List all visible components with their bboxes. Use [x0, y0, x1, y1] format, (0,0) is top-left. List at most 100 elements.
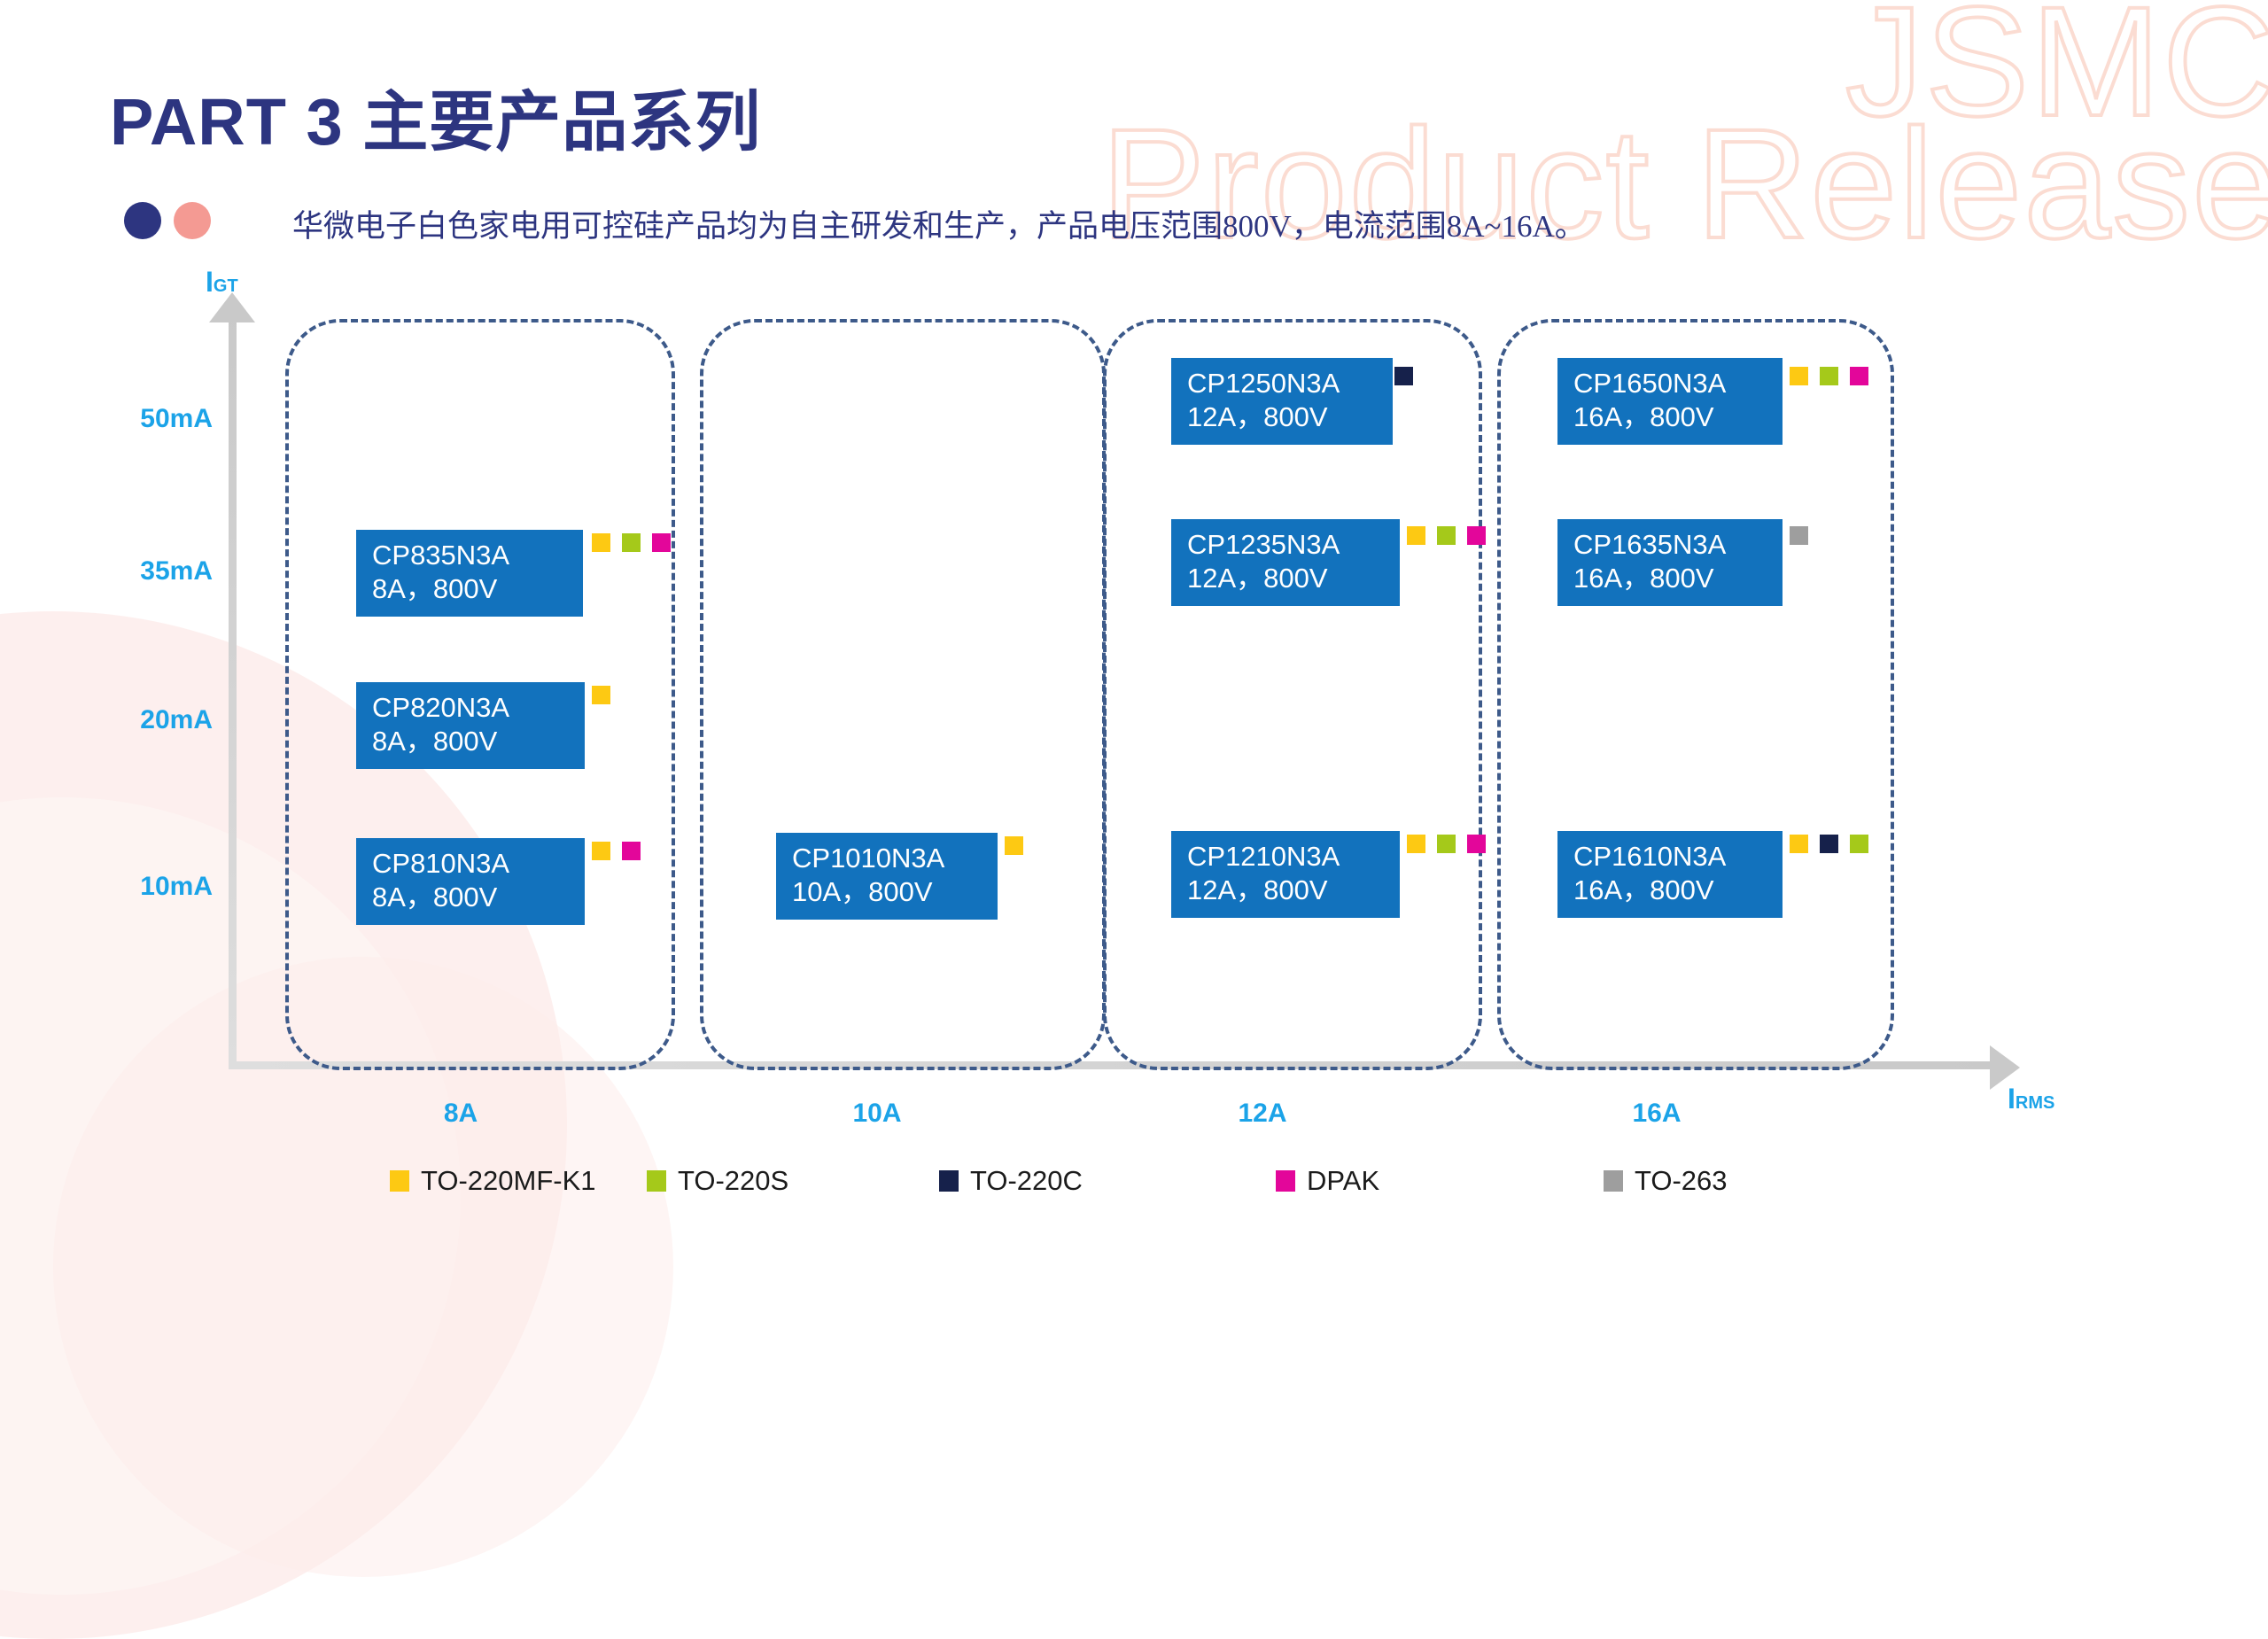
- product-name: CP1610N3A: [1573, 841, 1727, 872]
- legend-item-to-220s[interactable]: TO-220S: [647, 1165, 939, 1197]
- y-axis-line: [229, 312, 237, 1068]
- x-axis-line: [229, 1061, 1995, 1069]
- package-marker-to-220s-icon: [1437, 835, 1456, 853]
- package-markers: [592, 686, 610, 704]
- product-spec: 12A，800V: [1187, 400, 1328, 432]
- product-card[interactable]: CP1635N3A 16A，800V: [1557, 519, 1783, 606]
- product-spec: 8A，800V: [372, 725, 498, 757]
- product-name: CP1210N3A: [1187, 841, 1340, 872]
- legend-label: TO-263: [1635, 1165, 1728, 1196]
- product-card[interactable]: CP1250N3A 12A，800V: [1171, 358, 1393, 445]
- x-axis-title-main: I: [2008, 1083, 2016, 1115]
- product-card[interactable]: CP835N3A 8A，800V: [356, 530, 583, 617]
- group-container-8a: [285, 319, 675, 1070]
- product-card[interactable]: CP1235N3A 12A，800V: [1171, 519, 1400, 606]
- product-name: CP835N3A: [372, 540, 510, 571]
- product-card[interactable]: CP1010N3A 10A，800V: [776, 833, 998, 920]
- package-marker-to-220mf-k1-icon: [592, 842, 610, 860]
- legend-item-to-220c[interactable]: TO-220C: [939, 1165, 1276, 1197]
- legend-label: TO-220C: [970, 1165, 1083, 1196]
- group-container-12a: [1103, 319, 1482, 1070]
- x-axis-tick-0: 8A: [443, 1099, 478, 1128]
- x-axis-title: IRMS: [2008, 1083, 2054, 1115]
- package-markers: [1790, 367, 1868, 385]
- product-spec: 10A，800V: [792, 875, 933, 907]
- product-card[interactable]: CP1650N3A 16A，800V: [1557, 358, 1783, 445]
- legend-item-to-220mf-k1[interactable]: TO-220MF-K1: [390, 1165, 647, 1197]
- product-card[interactable]: CP810N3A 8A，800V: [356, 838, 585, 925]
- package-marker-to-220s-icon: [1437, 526, 1456, 545]
- package-marker-dpak-icon: [1850, 367, 1868, 385]
- y-axis-tick-1: 35mA: [140, 556, 213, 586]
- product-name: CP1235N3A: [1187, 529, 1340, 560]
- legend-swatch-to-220mf-k1-icon: [390, 1170, 409, 1192]
- watermark-brand: JSMC: [1844, 0, 2268, 149]
- package-marker-dpak-icon: [1467, 835, 1486, 853]
- y-axis-title-sub: GT: [213, 276, 238, 296]
- package-marker-to-220mf-k1-icon: [592, 533, 610, 552]
- y-axis-arrow-icon: [209, 292, 255, 322]
- product-name: CP810N3A: [372, 848, 510, 879]
- product-name: CP1010N3A: [792, 843, 945, 874]
- package-markers: [592, 533, 671, 552]
- package-marker-to-220s-icon: [1820, 367, 1838, 385]
- product-name: CP1635N3A: [1573, 529, 1727, 560]
- product-spec: 12A，800V: [1187, 562, 1328, 594]
- package-marker-to-220mf-k1-icon: [1407, 526, 1425, 545]
- package-marker-to-220s-icon: [622, 533, 641, 552]
- product-card[interactable]: CP820N3A 8A，800V: [356, 682, 585, 769]
- legend-item-dpak[interactable]: DPAK: [1276, 1165, 1604, 1197]
- product-name: CP1650N3A: [1573, 368, 1727, 399]
- legend-swatch-to-220s-icon: [647, 1170, 666, 1192]
- page-title: PART 3 主要产品系列: [110, 85, 762, 159]
- product-spec: 8A，800V: [372, 572, 498, 604]
- package-markers: [592, 842, 641, 860]
- product-spec: 16A，800V: [1573, 562, 1714, 594]
- package-marker-to-220mf-k1-icon: [1407, 835, 1425, 853]
- legend-label: DPAK: [1307, 1165, 1380, 1196]
- group-container-10a: [700, 319, 1106, 1070]
- x-axis-tick-3: 16A: [1632, 1099, 1682, 1128]
- package-markers: [1005, 836, 1023, 855]
- legend-swatch-dpak-icon: [1276, 1170, 1295, 1192]
- legend-label: TO-220S: [678, 1165, 789, 1196]
- legend-label: TO-220MF-K1: [421, 1165, 596, 1196]
- bullet-dot-navy-icon: [124, 202, 161, 239]
- package-markers: [1394, 367, 1413, 385]
- legend-swatch-to-263-icon: [1604, 1170, 1623, 1192]
- package-marker-to-220c-icon: [1394, 367, 1413, 385]
- y-axis-tick-3: 10mA: [140, 872, 213, 901]
- product-spec: 16A，800V: [1573, 400, 1714, 432]
- group-container-16a: [1497, 319, 1894, 1070]
- chart-legend: TO-220MF-K1 TO-220S TO-220C DPAK TO-263: [390, 1165, 1728, 1197]
- x-axis-arrow-icon: [1990, 1045, 2020, 1090]
- product-name: CP1250N3A: [1187, 368, 1340, 399]
- package-markers: [1790, 526, 1808, 545]
- package-marker-dpak-icon: [622, 842, 641, 860]
- product-name: CP820N3A: [372, 692, 510, 723]
- package-marker-to-220mf-k1-icon: [1790, 835, 1808, 853]
- package-marker-to-220mf-k1-icon: [1005, 836, 1023, 855]
- product-card[interactable]: CP1210N3A 12A，800V: [1171, 831, 1400, 918]
- product-spec: 12A，800V: [1187, 874, 1328, 905]
- x-axis-title-sub: RMS: [2015, 1093, 2055, 1113]
- y-axis-title: IGT: [206, 266, 238, 299]
- y-axis-tick-0: 50mA: [140, 404, 213, 433]
- legend-swatch-to-220c-icon: [939, 1170, 959, 1192]
- package-marker-dpak-icon: [652, 533, 671, 552]
- package-markers: [1790, 835, 1868, 853]
- package-markers: [1407, 526, 1486, 545]
- package-marker-to-220mf-k1-icon: [1790, 367, 1808, 385]
- product-card[interactable]: CP1610N3A 16A，800V: [1557, 831, 1783, 918]
- package-marker-to-263-icon: [1790, 526, 1808, 545]
- package-marker-to-220c-icon: [1820, 835, 1838, 853]
- package-marker-to-220s-icon: [1850, 835, 1868, 853]
- y-axis-tick-2: 20mA: [140, 705, 213, 734]
- package-marker-dpak-icon: [1467, 526, 1486, 545]
- x-axis-tick-1: 10A: [852, 1099, 902, 1128]
- legend-item-to-263[interactable]: TO-263: [1604, 1165, 1728, 1197]
- product-spec: 8A，800V: [372, 881, 498, 913]
- bullet-dot-pink-icon: [174, 202, 211, 239]
- page-subtitle: 华微电子白色家电用可控硅产品均为自主研发和生产，产品电压范围800V，电流范围8…: [292, 209, 1586, 244]
- x-axis-tick-2: 12A: [1238, 1099, 1287, 1128]
